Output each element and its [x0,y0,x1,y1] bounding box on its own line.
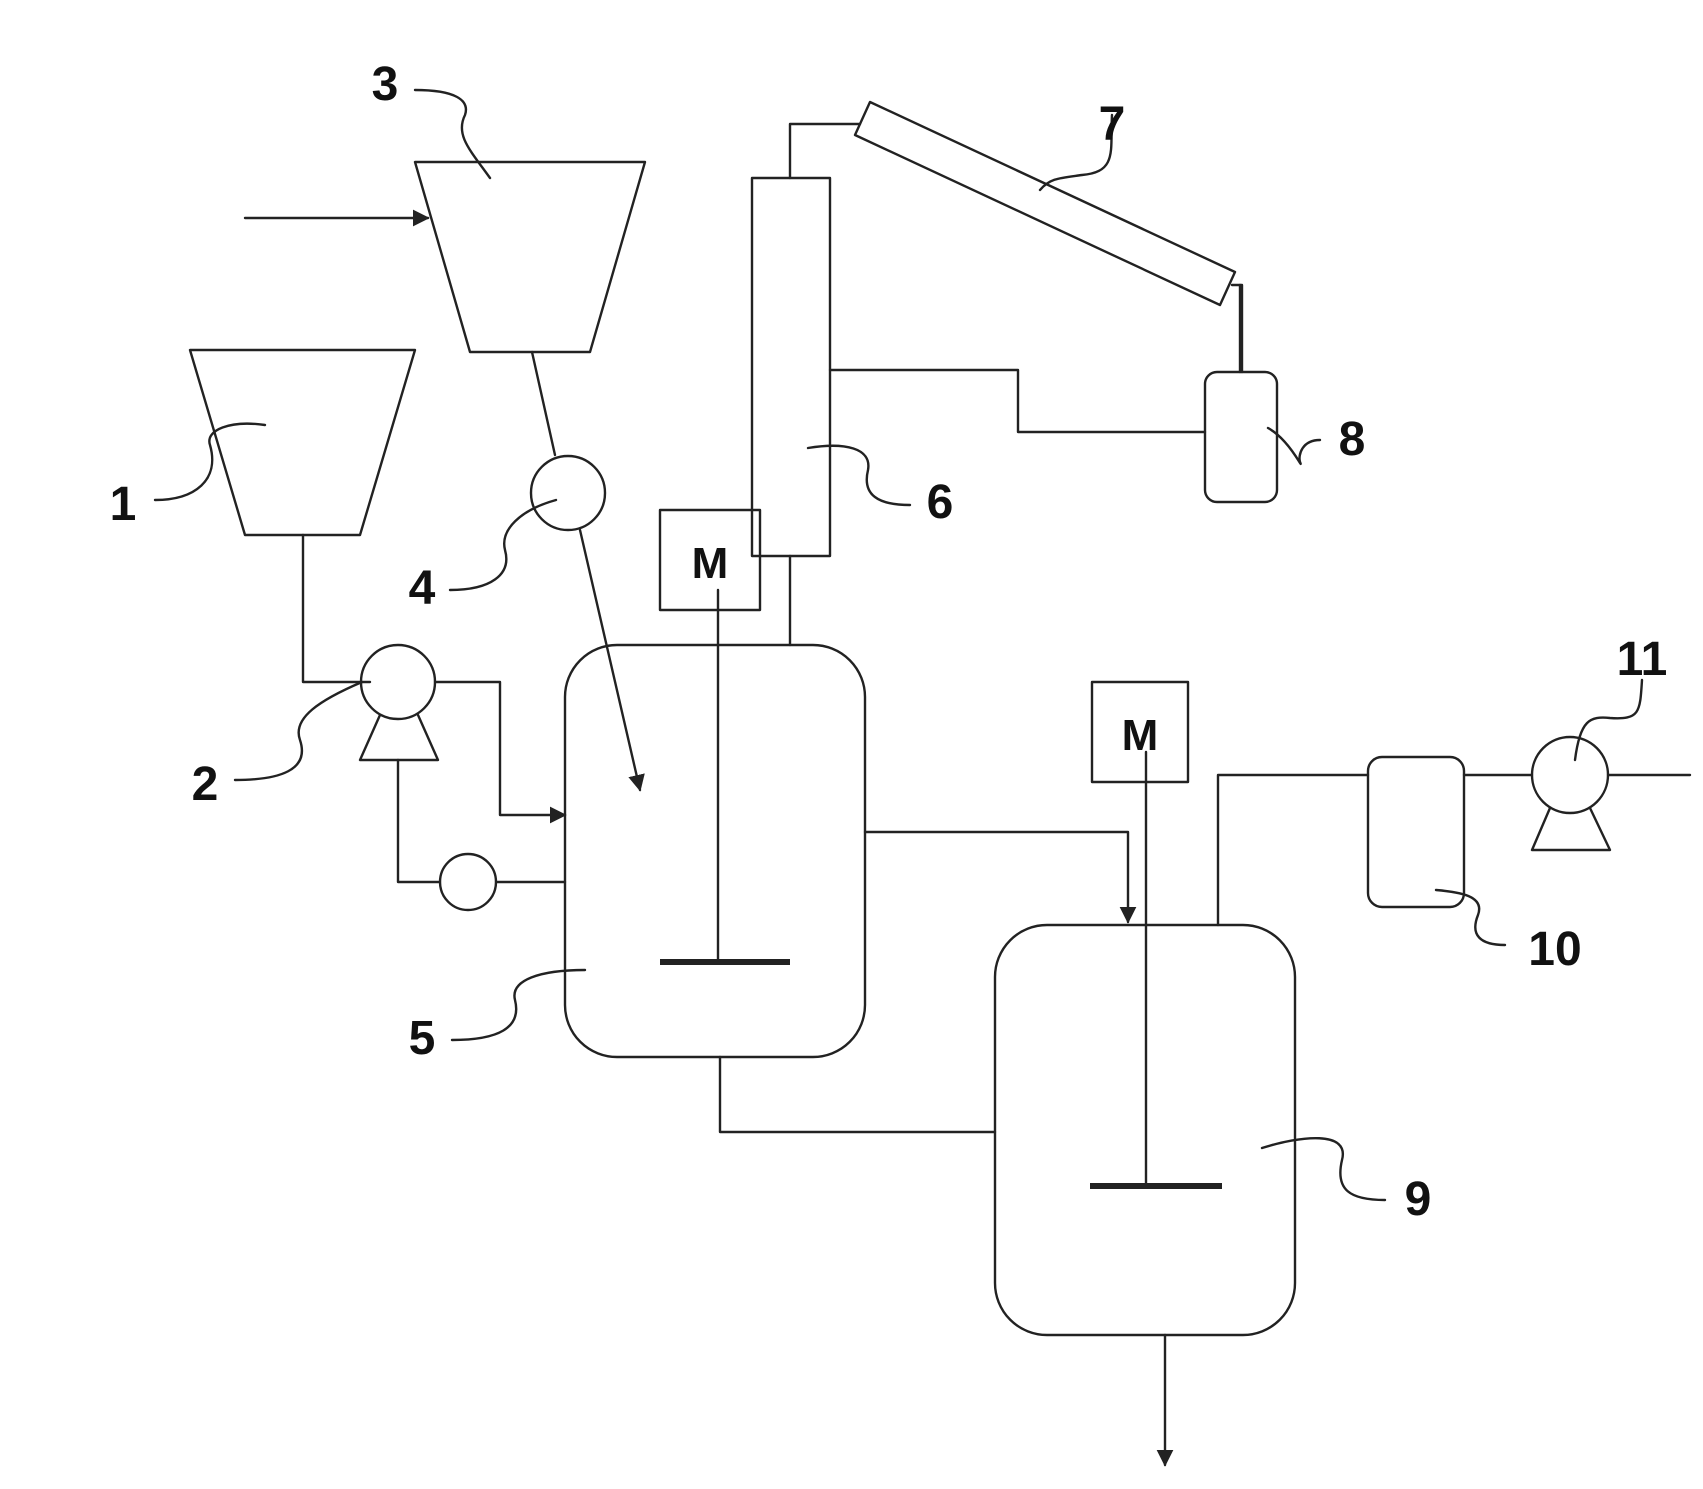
column-6 [752,178,830,556]
feeder-4 [531,456,605,530]
label-4: 4 [409,562,436,615]
leader-6 [808,446,910,505]
trap-10 [1368,757,1464,907]
line-hopper3-to-feeder4 [532,352,555,455]
label-11: 11 [1617,633,1668,686]
pump-2-base [360,715,438,760]
leader-4 [450,500,556,590]
hopper-3 [415,162,645,352]
leader-1 [155,424,265,500]
leader-11 [1575,680,1642,760]
reactor-tank-5 [565,645,865,1057]
label-10: 10 [1528,923,1581,976]
label-5: 5 [409,1012,436,1065]
line-tank9-to-trap10 [1218,775,1368,925]
line-pump2-recycle [398,760,440,882]
motor-label-1: M [692,539,729,588]
receiver-8 [1205,372,1277,502]
hopper-1 [190,350,415,535]
vacuum-pump-11-base [1532,808,1610,850]
vacuum-pump-11 [1532,737,1608,813]
leader-10 [1436,890,1505,945]
line-pump2-to-tank5 [435,682,565,815]
leader-3 [415,90,490,178]
label-9: 9 [1405,1173,1432,1226]
label-3: 3 [372,58,399,111]
line-column6-to-condenser7 [790,124,860,178]
condenser-7 [855,102,1235,305]
label-7: 7 [1099,98,1126,151]
label-2: 2 [192,758,219,811]
label-8: 8 [1339,413,1366,466]
line-column6-to-receiver8 [830,370,1205,432]
small-valve-circle [440,854,496,910]
pump-2 [361,645,435,719]
leader-2 [235,682,362,780]
line-hopper1-to-pump2 [303,535,370,682]
line-tank5-to-tank9 [865,832,1128,922]
motor-label-2: M [1122,711,1159,760]
line-tank5-bottom-to-tank9 [720,1057,995,1132]
label-6: 6 [927,476,954,529]
leader-9 [1262,1138,1385,1200]
line-feeder4-to-tank5 [580,530,640,790]
label-1: 1 [110,478,137,531]
